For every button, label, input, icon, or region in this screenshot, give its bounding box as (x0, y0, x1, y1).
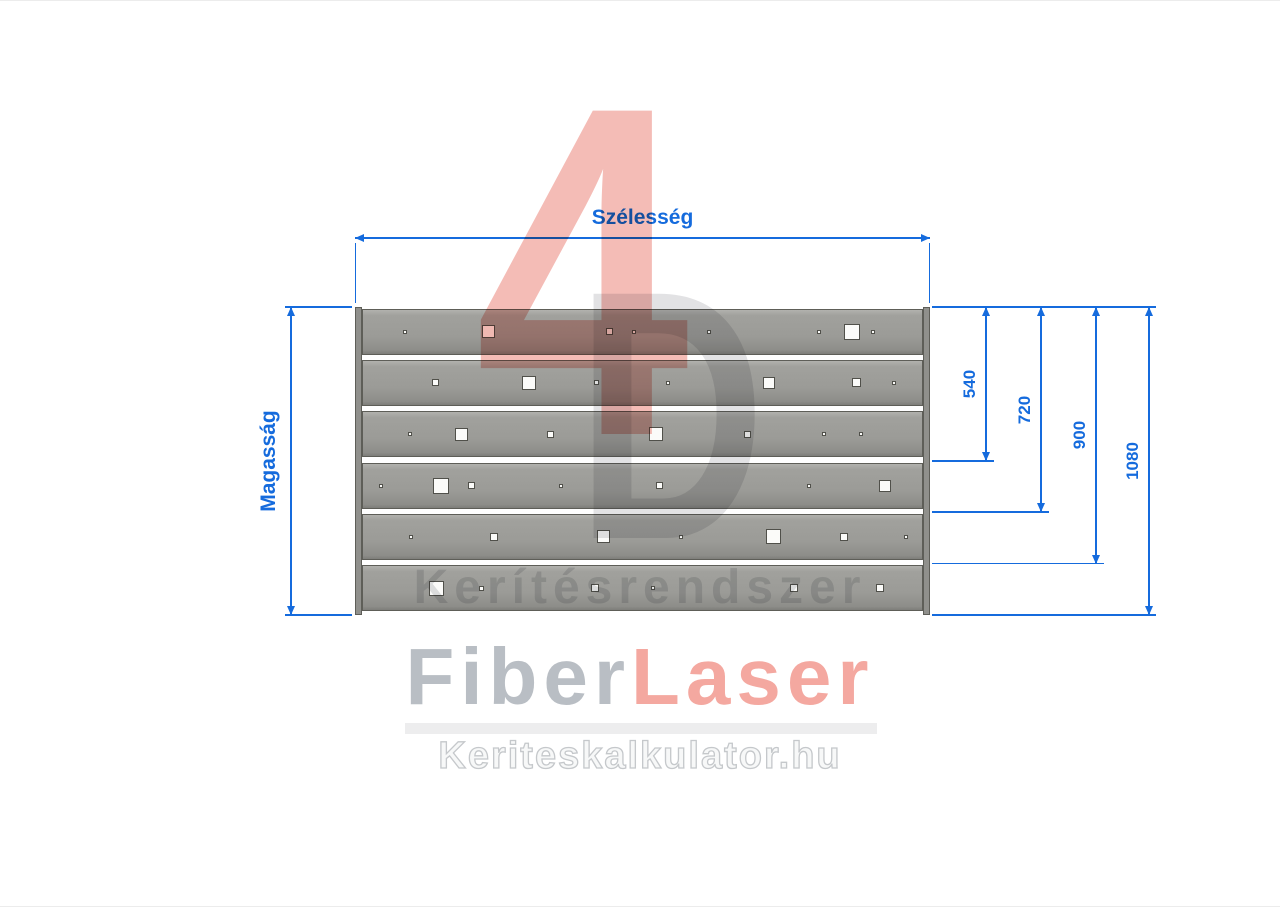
arrow-down-icon (1144, 606, 1153, 615)
dimension-line-1080 (1148, 307, 1150, 615)
fence-plank (362, 462, 923, 509)
height-dimension-line (290, 307, 292, 615)
cut-hole (679, 534, 683, 539)
cut-hole (593, 380, 599, 386)
cut-hole (651, 586, 655, 591)
dimension-line-900 (1095, 307, 1097, 564)
cut-hole (743, 430, 751, 438)
dimension-value-1080: 1080 (1123, 442, 1142, 480)
right-extension-line-1080 (932, 614, 1156, 616)
brand-logo: FiberLaser (0, 637, 1280, 717)
arrow-down-icon (1036, 503, 1045, 513)
width-extension-line-right (928, 243, 931, 303)
cut-hole (666, 380, 670, 385)
arrow-up-icon (981, 307, 990, 316)
cut-hole (379, 483, 383, 488)
width-dimension-line (355, 237, 930, 239)
cut-hole (840, 532, 848, 541)
cut-hole (844, 323, 860, 340)
arrow-right-icon (921, 234, 930, 242)
cut-hole (408, 432, 412, 437)
cut-hole (632, 329, 636, 334)
cut-hole (649, 427, 663, 442)
panel-rail-right (923, 307, 930, 615)
cut-hole (409, 534, 413, 539)
dimension-value-900: 900 (1070, 421, 1089, 450)
cut-hole (851, 378, 861, 388)
cut-hole (790, 584, 798, 593)
dimension-line-540 (985, 307, 987, 461)
cut-hole (904, 534, 908, 539)
cut-hole (546, 430, 554, 438)
fence-panel (355, 307, 930, 615)
dimension-value-720: 720 (1015, 395, 1034, 424)
cut-hole (478, 585, 484, 591)
logo-subtitle: Keriteskalkulator.hu (438, 735, 842, 777)
cut-hole (428, 580, 444, 596)
width-dimension-label: Szélesség (591, 206, 694, 229)
cut-hole (822, 432, 826, 437)
arrow-up-icon (1036, 307, 1045, 316)
dimension-value-540: 540 (960, 369, 979, 399)
cut-hole (481, 325, 495, 339)
fence-plank (362, 411, 923, 458)
cut-hole (859, 432, 863, 437)
cut-hole (490, 532, 498, 541)
arrow-up-icon (1144, 307, 1153, 316)
cut-hole (605, 328, 613, 336)
cut-hole (433, 477, 449, 494)
dimension-line-720 (1040, 307, 1042, 513)
height-dimension-label: Magasság (257, 410, 280, 512)
cut-hole (655, 482, 663, 490)
cut-hole (765, 529, 781, 545)
cut-hole (707, 329, 711, 334)
cut-hole (559, 483, 563, 488)
cut-hole (431, 379, 439, 387)
fence-plank (362, 565, 923, 612)
arrow-down-icon (287, 606, 295, 615)
cut-hole (871, 329, 875, 334)
fence-plank (362, 308, 923, 355)
right-extension-line-720 (932, 511, 1049, 513)
logo-divider (405, 723, 877, 734)
cut-hole (807, 483, 811, 488)
height-extension-line-top (285, 306, 352, 308)
panel-rail-left (355, 307, 362, 615)
cut-hole (467, 482, 475, 490)
arrow-down-icon (981, 452, 990, 461)
fence-plank (362, 359, 923, 407)
width-extension-line-left (354, 243, 357, 303)
cut-hole (454, 427, 468, 441)
cut-hole (522, 375, 536, 390)
arrow-left-icon (355, 234, 364, 242)
logo-part-fiber: Fiber (405, 632, 632, 721)
cut-hole (817, 329, 821, 334)
cut-hole (403, 329, 407, 334)
arrow-down-icon (1091, 554, 1100, 564)
cut-hole (763, 376, 775, 389)
cut-hole (591, 584, 599, 593)
right-extension-line-900 (932, 562, 1104, 565)
cut-hole (892, 380, 896, 385)
right-extension-line-top (932, 306, 1156, 308)
height-extension-line-bottom (285, 614, 352, 616)
arrow-up-icon (1091, 307, 1100, 316)
fence-plank (362, 513, 923, 561)
cut-hole (876, 584, 884, 593)
logo-part-laser: Laser (631, 632, 875, 721)
cut-hole (879, 479, 891, 492)
arrow-up-icon (287, 307, 295, 316)
cut-hole (596, 530, 610, 544)
right-extension-line-540 (932, 460, 994, 462)
